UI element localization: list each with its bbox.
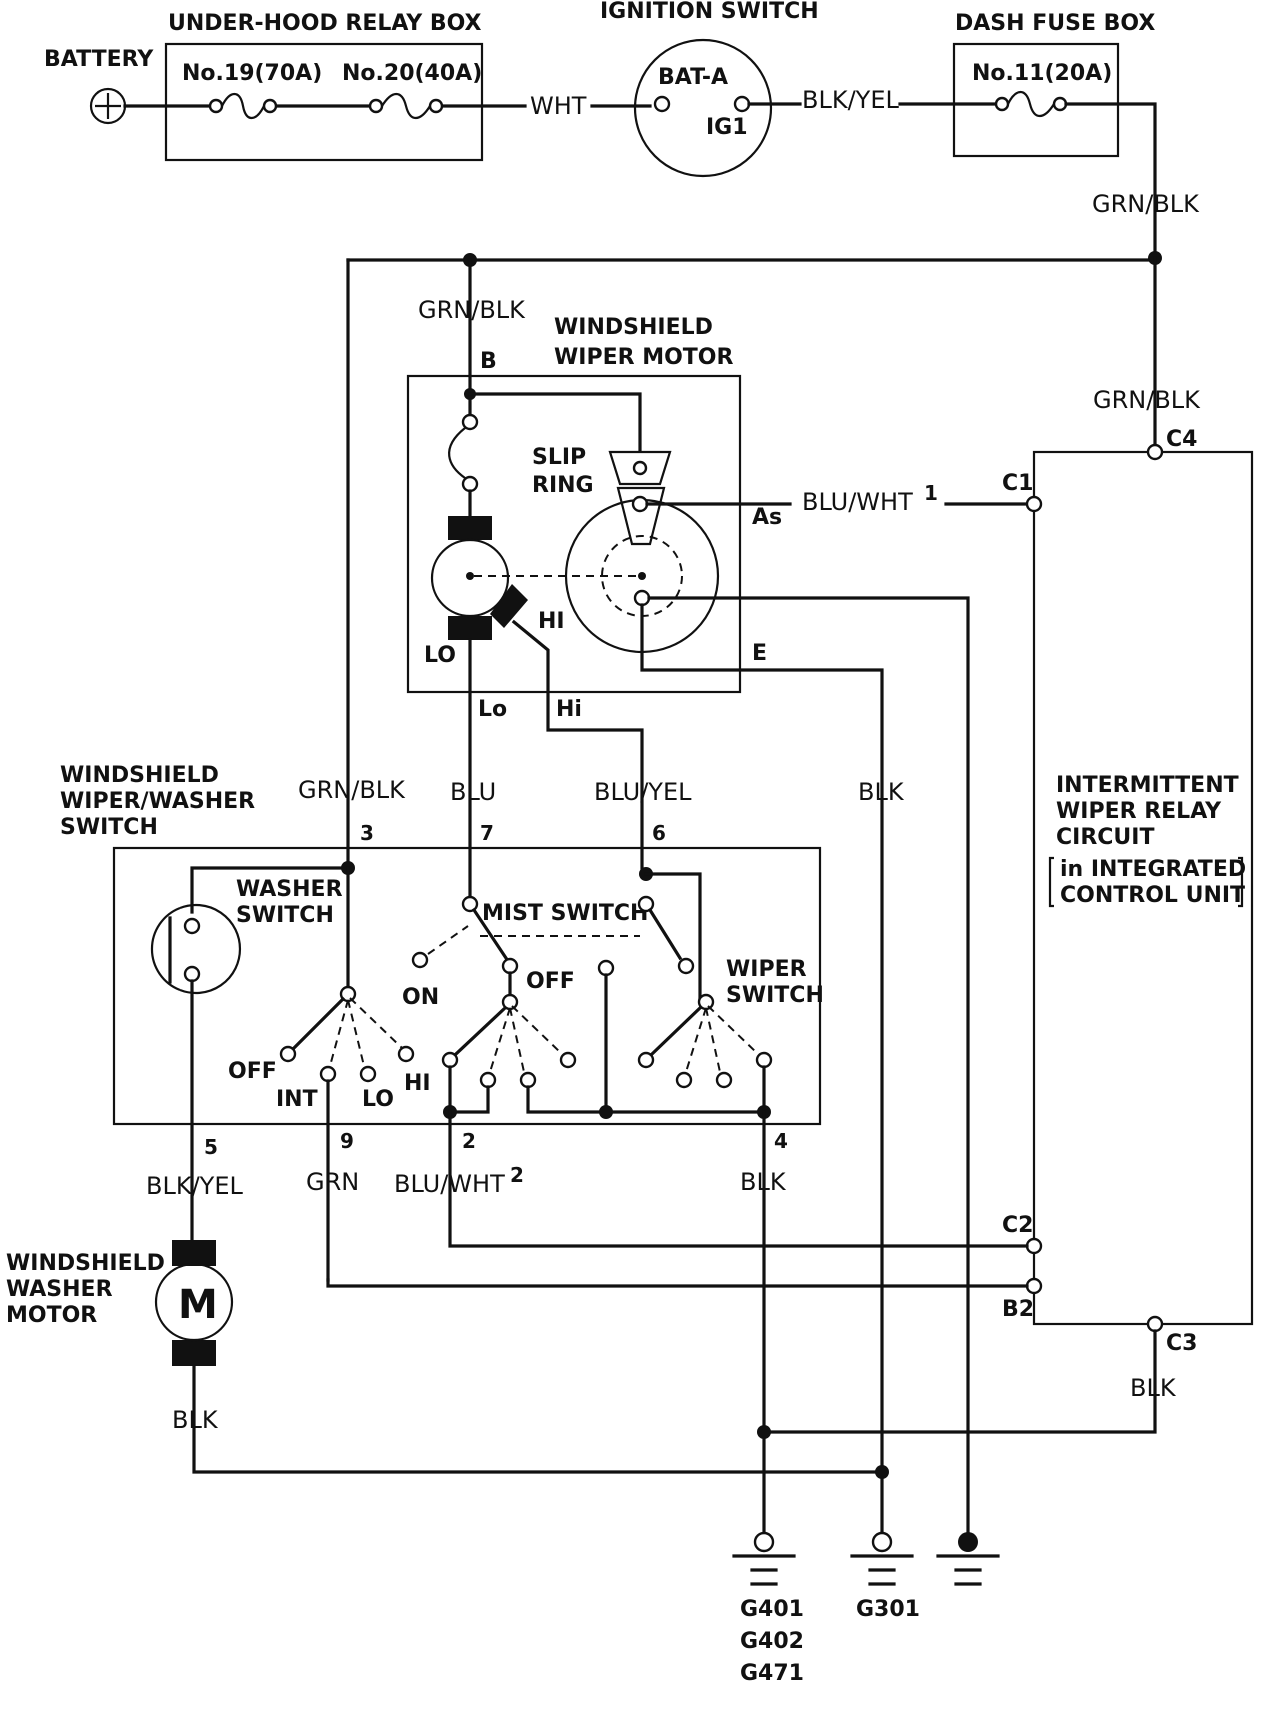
intermittent-relay: C4 C1 C2 B2 C3 INTERMITTENT WIPER RELAY …	[760, 427, 1254, 1434]
dash-fuse-box	[952, 42, 1120, 158]
washer-switch-label-2: SWITCH	[236, 903, 334, 928]
grn-blk-bus: GRN/BLK GRN/BLK GRN/BLK	[298, 251, 1201, 870]
wire-blk-2: BLK	[740, 1168, 787, 1196]
ignition-switch-title: IGNITION SWITCH	[600, 0, 819, 24]
wiper-motor-box	[406, 374, 742, 694]
wire-blk-yel-top: BLK/YEL	[802, 86, 899, 114]
relay-c4: C4	[1166, 427, 1197, 452]
motor-e-label: E	[752, 641, 767, 666]
ignition-switch	[633, 38, 773, 178]
slip-ring-label-1: SLIP	[532, 445, 586, 470]
relay-line-5: CONTROL UNIT	[1060, 883, 1245, 908]
relay-line-4: in INTEGRATED	[1060, 857, 1246, 882]
wire-blk-1: BLK	[858, 778, 905, 806]
washer-motor-title-1: WINDSHIELD	[6, 1251, 165, 1276]
relay-line-2: WIPER RELAY	[1056, 799, 1222, 824]
wire-blk-yel-washer: BLK/YEL	[146, 1172, 243, 1200]
wire-blu-wht-1-sup: 1	[924, 481, 938, 505]
wire-blu-yel: BLU/YEL	[594, 778, 692, 806]
wire-blk-3: BLK	[172, 1406, 219, 1434]
washer-motor-title-3: MOTOR	[6, 1303, 97, 1328]
ignition-ig1: IG1	[706, 115, 748, 140]
switch-title-2: WIPER/WASHER	[60, 789, 255, 814]
wiper-motor-title-2: WIPER MOTOR	[554, 345, 734, 370]
relay-box-title: UNDER-HOOD RELAY BOX	[168, 11, 482, 36]
switch-title-3: SWITCH	[60, 815, 158, 840]
ground-g301: G301	[856, 1597, 920, 1622]
pin-2: 2	[462, 1129, 476, 1153]
wiper-motor: WINDSHIELD WIPER MOTOR B LO HI SLIP RING…	[406, 315, 1029, 1536]
ignition-bat-a: BAT-A	[658, 65, 728, 90]
relay-c3: C3	[1166, 1331, 1197, 1356]
mist-off-label: OFF	[526, 969, 575, 994]
power-feed: BATTERY UNDER-HOOD RELAY BOX No.19(70A) …	[44, 0, 1200, 260]
pin-6: 6	[652, 821, 666, 845]
wiper-motor-b: B	[480, 349, 497, 374]
washer-motor	[154, 1262, 234, 1342]
grounds: G401 G402 G471 G301	[732, 1531, 1000, 1686]
wire-blu: BLU	[450, 778, 496, 806]
relay-c1: C1	[1002, 471, 1033, 496]
lo-label: LO	[362, 1087, 394, 1112]
washer-motor-title-2: WASHER	[6, 1277, 113, 1302]
mist-on-label: ON	[402, 985, 439, 1010]
ground-g471: G471	[740, 1661, 804, 1686]
wiper-switch-label-1: WIPER	[726, 957, 807, 982]
off-label: OFF	[228, 1059, 277, 1084]
washer-switch-label-1: WASHER	[236, 877, 343, 902]
pin-9: 9	[340, 1129, 354, 1153]
under-hood-relay-box	[164, 42, 484, 162]
motor-as-label: As	[752, 505, 782, 530]
wire-grn-blk-1: GRN/BLK	[1092, 190, 1200, 218]
motor-lo-pin: Lo	[478, 697, 507, 722]
wire-grn: GRN	[306, 1168, 359, 1196]
fuse-20-label: No.20(40A)	[342, 61, 482, 86]
wire-grn-blk-4: GRN/BLK	[298, 776, 406, 804]
wire-blu-wht-1: BLU/WHT	[802, 488, 913, 516]
hi-label: HI	[404, 1071, 431, 1096]
wire-wht: WHT	[530, 92, 587, 120]
slip-ring-label-2: RING	[532, 473, 594, 498]
pin-4: 4	[774, 1129, 788, 1153]
wiper-motor-title-1: WINDSHIELD	[554, 315, 713, 340]
switch-box	[112, 846, 822, 1126]
pin-5: 5	[204, 1135, 218, 1159]
relay-line-3: CIRCUIT	[1056, 825, 1154, 850]
wiper-washer-switch: WINDSHIELD WIPER/WASHER SWITCH 3 7 6 WAS…	[60, 763, 824, 1282]
wire-blk-4: BLK	[1130, 1374, 1177, 1402]
fuse-19-label: No.19(70A)	[182, 61, 322, 86]
relay-line-1: INTERMITTENT	[1056, 773, 1239, 798]
motor-hi-label: HI	[538, 609, 565, 634]
washer-motor-m: M	[178, 1282, 218, 1328]
mist-switch-label: MIST SWITCH	[482, 901, 648, 926]
pin-3: 3	[360, 821, 374, 845]
fuse-11-label: No.11(20A)	[972, 61, 1112, 86]
ground-g401: G401	[740, 1597, 804, 1622]
wire-blu-wht-2: BLU/WHT	[394, 1170, 505, 1198]
wire-grn-blk-2: GRN/BLK	[418, 296, 526, 324]
ground-g402: G402	[740, 1629, 804, 1654]
pin-7: 7	[480, 821, 494, 845]
wiper-switch-label-2: SWITCH	[726, 983, 824, 1008]
motor-lo-label: LO	[424, 643, 456, 668]
dash-fuse-box-title: DASH FUSE BOX	[955, 11, 1155, 36]
switch-title-1: WINDSHIELD	[60, 763, 219, 788]
wire-blu-wht-2-sup: 2	[510, 1163, 524, 1187]
battery-label: BATTERY	[44, 47, 154, 72]
wire-grn-blk-3: GRN/BLK	[1093, 386, 1201, 414]
lower-harness: GRN BLU/WHT 2 BLK BLK/YEL M WINDSHIELD W…	[6, 1110, 1029, 1536]
motor-hi-pin: Hi	[556, 697, 582, 722]
int-label: INT	[276, 1087, 318, 1112]
relay-unit-box	[1032, 450, 1254, 1326]
relay-c2: C2	[1002, 1213, 1033, 1238]
relay-b2: B2	[1002, 1297, 1034, 1322]
